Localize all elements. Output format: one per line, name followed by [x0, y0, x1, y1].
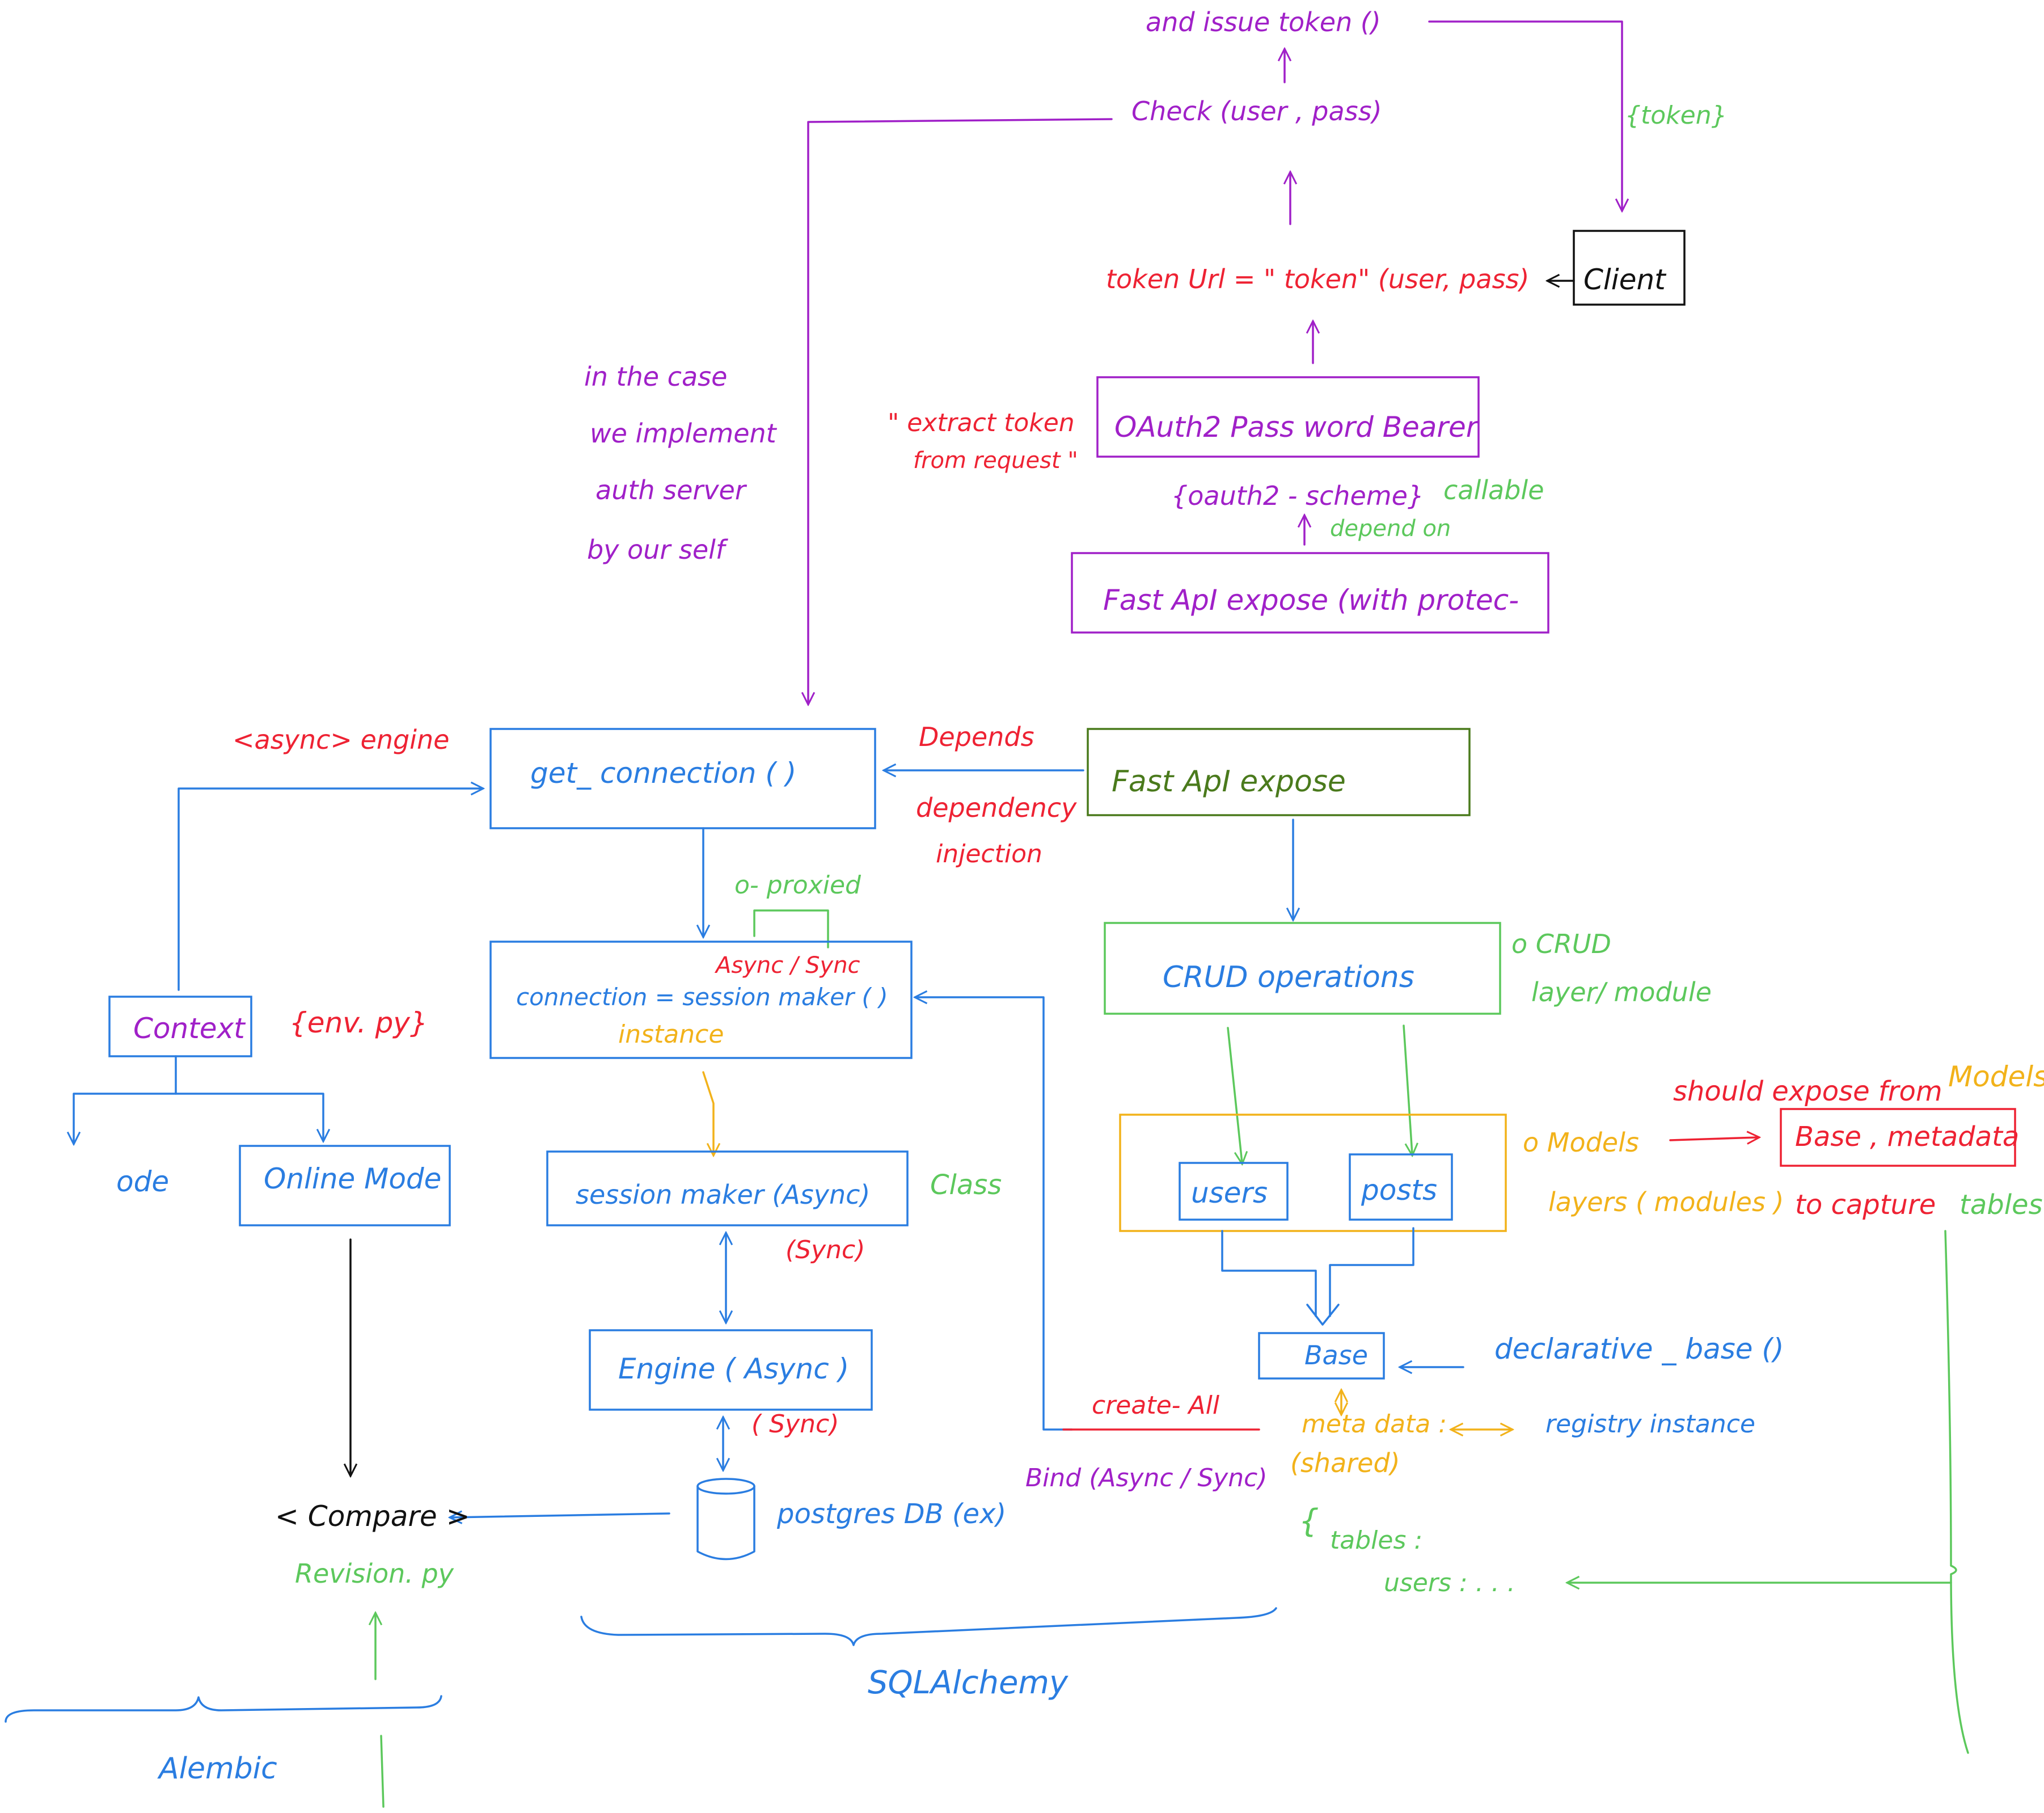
token-response-label: {token} — [1625, 101, 1728, 130]
context-label: Context — [133, 1012, 246, 1045]
extract-note-line2: from request " — [913, 448, 1078, 474]
sync-engine-label: ( Sync) — [751, 1410, 839, 1439]
session-maker-box — [546, 1150, 909, 1226]
session-maker-label: session maker (Async) — [576, 1179, 870, 1210]
client-label: Client — [1583, 263, 1667, 296]
get-connection-box — [489, 728, 876, 829]
async-engine-label: <async> engine — [233, 724, 449, 755]
connection-to-session-arrow — [702, 1071, 713, 1154]
ode-label: ode — [116, 1165, 169, 1198]
online-mode-label: Online Mode — [264, 1162, 441, 1195]
token-return-line — [1428, 20, 1622, 210]
issue-token-label: and issue token () — [1146, 7, 1381, 37]
auth-note-line1: in the case — [584, 361, 727, 392]
models-layer-line2: layers ( modules ) — [1548, 1187, 1784, 1217]
class-label: Class — [930, 1169, 1002, 1201]
create-all-label: create- All — [1092, 1391, 1220, 1420]
bind-label: Bind (Async / Sync) — [1025, 1464, 1268, 1492]
users-box — [1179, 1162, 1289, 1221]
depends-label: Depends — [919, 722, 1034, 752]
shared-label: (shared) — [1290, 1448, 1400, 1478]
postgres-label: postgres DB (ex) — [776, 1498, 1006, 1530]
models-ref-label: Models — [1948, 1060, 2044, 1093]
extract-note-line1: " extract token — [888, 408, 1075, 437]
tables-label: tables : — [1330, 1526, 1422, 1555]
posts-to-base-line — [1329, 1227, 1414, 1317]
fastapi-expose-box — [1087, 728, 1471, 816]
engine-box — [589, 1329, 873, 1411]
crud-to-posts-arrow — [1403, 1024, 1412, 1154]
sync-session-label: (Sync) — [785, 1236, 865, 1264]
users-row-label: users : . . . — [1384, 1569, 1515, 1597]
tables-bracket — [1944, 1230, 1969, 1754]
alembic-green-line — [380, 1735, 385, 1808]
alembic-label: Alembic — [157, 1752, 277, 1786]
proxied-label: o- proxied — [734, 871, 861, 900]
context-box — [108, 996, 252, 1057]
context-split-line — [74, 1055, 177, 1143]
database-icon — [696, 1478, 755, 1561]
dependency-line2: injection — [936, 840, 1042, 868]
client-box — [1573, 230, 1686, 306]
auth-note-line3: auth server — [596, 475, 748, 505]
oauth-bearer-box — [1096, 376, 1480, 458]
alembic-brace — [5, 1695, 442, 1723]
posts-box — [1349, 1153, 1453, 1221]
registry-label: registry instance — [1545, 1410, 1755, 1439]
create-all-line — [916, 997, 1073, 1431]
connection-box — [489, 941, 913, 1059]
proxied-bracket — [753, 909, 829, 948]
crud-ops-box — [1104, 922, 1501, 1015]
tables-brace: { — [1299, 1503, 1319, 1540]
fastapi-protect-box — [1071, 552, 1549, 634]
base-metadata-box — [1780, 1108, 2016, 1167]
crud-layer-line1: o CRUD — [1511, 929, 1611, 959]
async-sync-label: Async / Sync — [714, 952, 860, 979]
oauth-bearer-label: OAuth2 Pass word Bearer — [1114, 411, 1480, 444]
metadata-label: meta data : — [1302, 1410, 1447, 1439]
env-py-label: {env. py} — [289, 1006, 428, 1039]
to-capture-label: to capture — [1795, 1189, 1936, 1221]
token-url-label: token Url = " token" (user, pass) — [1106, 264, 1529, 294]
crud-to-users-arrow — [1227, 1027, 1242, 1163]
check-to-get-connection-line — [808, 118, 1113, 703]
auth-note-line4: by our self — [587, 534, 728, 565]
models-layer-box — [1119, 1114, 1507, 1232]
models-to-base-metadata-arrow — [1669, 1137, 1758, 1140]
revision-label: Revision. py — [295, 1558, 454, 1589]
base-metadata-label: Base , metadata — [1795, 1121, 2019, 1153]
context-to-online-line — [175, 1093, 323, 1140]
fastapi-protect-label: Fast ApI expose (with protec- — [1103, 584, 1519, 617]
merge-arrowhead — [1306, 1304, 1340, 1326]
check-label: Check (user , pass) — [1131, 96, 1382, 127]
crud-ops-label: CRUD operations — [1163, 960, 1414, 994]
base-label: Base — [1304, 1340, 1368, 1371]
get-connection-label: get_ connection ( ) — [530, 757, 796, 790]
compare-label: < Compare > — [275, 1500, 470, 1533]
oauth-scheme-label: {oauth2 - scheme} — [1171, 480, 1424, 511]
engine-label: Engine ( Async ) — [618, 1352, 849, 1385]
tables-ref-label: tables — [1959, 1189, 2043, 1221]
auth-note-line2: we implement — [590, 418, 778, 449]
db-to-compare-arrow — [451, 1513, 670, 1517]
sqlalchemy-label: SQLAlchemy — [868, 1664, 1069, 1701]
connection-line1: connection = session maker ( ) — [516, 983, 888, 1011]
sqlalchemy-brace — [580, 1607, 1277, 1646]
users-to-base-line — [1221, 1230, 1317, 1317]
dependency-line1: dependency — [916, 792, 1077, 823]
crud-layer-line2: layer/ module — [1531, 977, 1712, 1007]
connection-line2: instance — [618, 1020, 724, 1049]
callable-label: callable — [1443, 475, 1544, 505]
online-mode-box — [239, 1145, 451, 1226]
declarative-base-label: declarative _ base () — [1494, 1333, 1784, 1365]
models-layer-line1: o Models — [1523, 1127, 1639, 1158]
should-expose-label: should expose from — [1673, 1076, 1942, 1107]
base-box — [1258, 1332, 1385, 1380]
users-label: users — [1191, 1177, 1268, 1209]
context-to-get-connection-line — [178, 789, 482, 991]
fastapi-expose-label: Fast ApI expose — [1112, 765, 1346, 799]
posts-label: posts — [1361, 1174, 1437, 1207]
depend-on-label: depend on — [1330, 516, 1451, 542]
